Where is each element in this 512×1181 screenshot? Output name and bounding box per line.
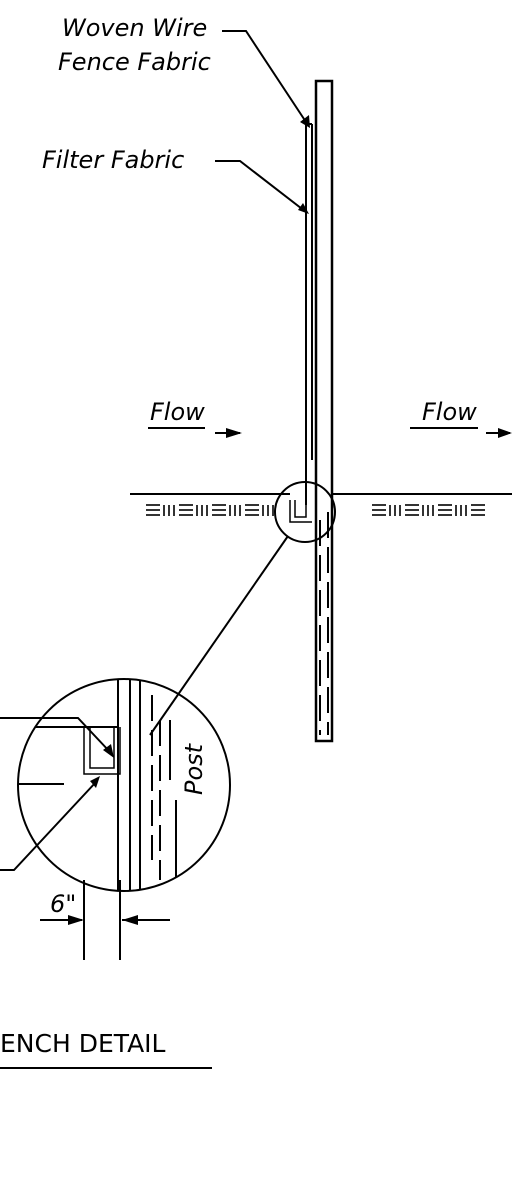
svg-text:Woven Wire: Woven Wire — [62, 14, 207, 42]
detail-leader-top — [0, 717, 114, 758]
dimension-label: 6" — [50, 890, 76, 918]
soil-hatch-left — [146, 504, 274, 516]
trench-small — [289, 500, 312, 523]
svg-text:Fence Fabric: Fence Fabric — [58, 48, 211, 76]
woven-wire-label: Woven Wire Fence Fabric — [58, 14, 211, 76]
detail-title: ENCH DETAIL — [0, 1029, 212, 1069]
detail-leader — [149, 535, 289, 736]
enlarged-detail: Post — [17, 678, 231, 892]
flow-left: Flow — [148, 398, 242, 438]
filter-fabric-leader — [215, 160, 309, 214]
svg-text:ENCH DETAIL: ENCH DETAIL — [0, 1029, 166, 1058]
soil-hatch-right — [372, 504, 485, 516]
svg-text:Flow: Flow — [150, 398, 205, 426]
fence-post — [314, 79, 334, 743]
svg-text:Flow: Flow — [422, 398, 477, 426]
filter-fabric-label: Filter Fabric — [42, 146, 184, 174]
post-embedment-hatch — [319, 512, 329, 735]
detail-callout-circle — [274, 481, 336, 543]
woven-wire-leader — [222, 30, 310, 128]
dimension-6in: 6" — [40, 880, 170, 960]
post-label: Post — [180, 742, 208, 795]
flow-right: Flow — [410, 398, 512, 438]
trench-leader — [0, 776, 100, 871]
filter-fabric — [305, 123, 312, 505]
